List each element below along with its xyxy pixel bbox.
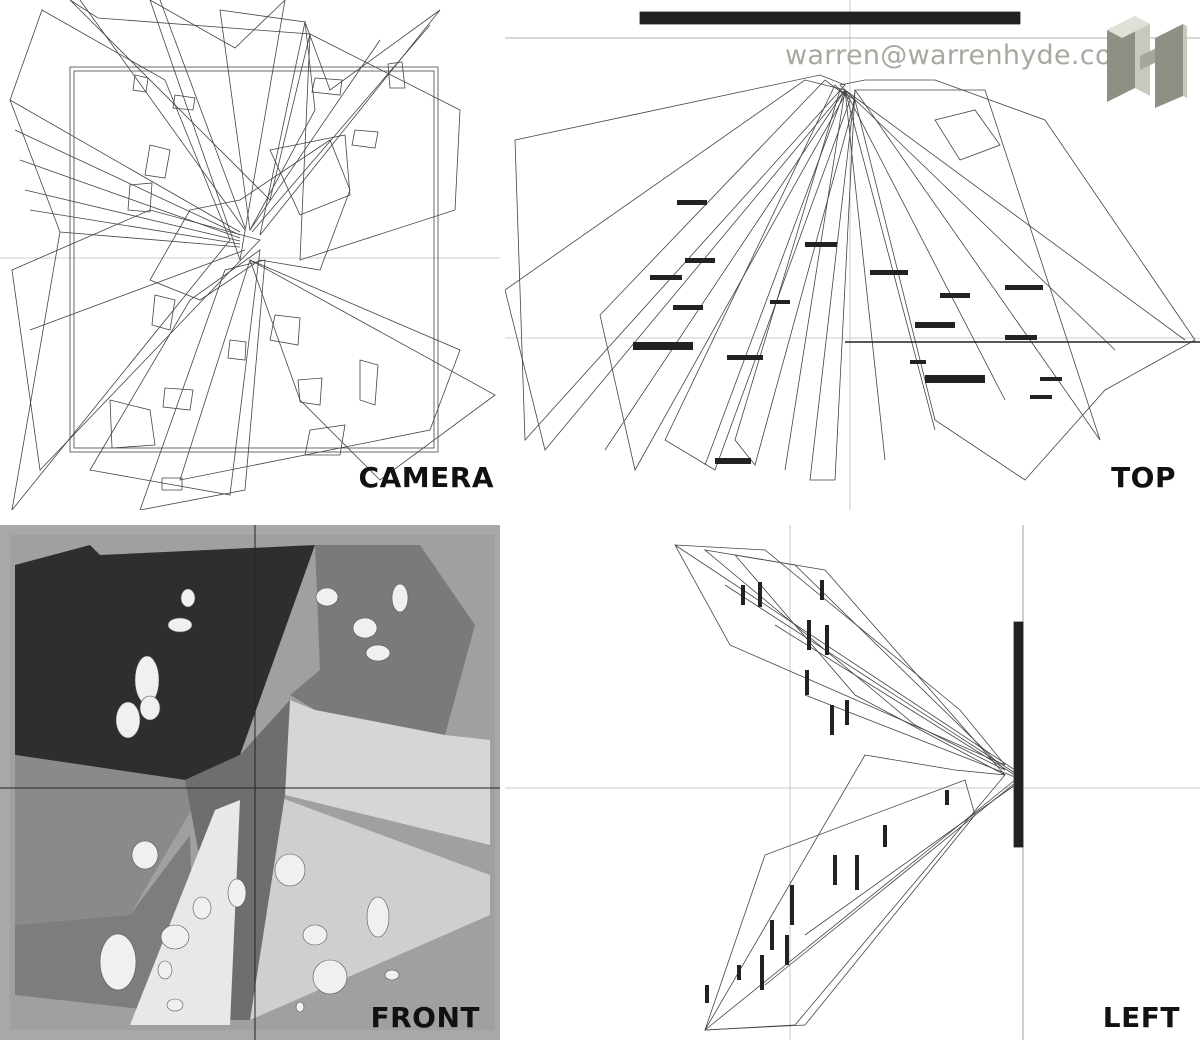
watermark-email: warren@warrenhyde.com: [785, 40, 1139, 71]
viewport-label-camera: CAMERA: [358, 461, 494, 494]
camera-wireframe: [0, 0, 500, 510]
viewport-label-top: TOP: [1111, 461, 1176, 494]
front-viewport[interactable]: FRONT: [0, 525, 500, 1040]
wh-logo-icon: [1107, 16, 1187, 108]
camera-viewport[interactable]: CAMERA: [0, 0, 500, 510]
left-viewport[interactable]: LEFT: [505, 525, 1200, 1040]
viewport-label-left: LEFT: [1102, 1001, 1180, 1034]
front-shaded: [0, 525, 500, 1040]
top-viewport[interactable]: TOP: [505, 0, 1200, 510]
viewport-label-front: FRONT: [370, 1001, 480, 1034]
left-wireframe: [505, 525, 1200, 1040]
top-wireframe: [505, 0, 1200, 510]
